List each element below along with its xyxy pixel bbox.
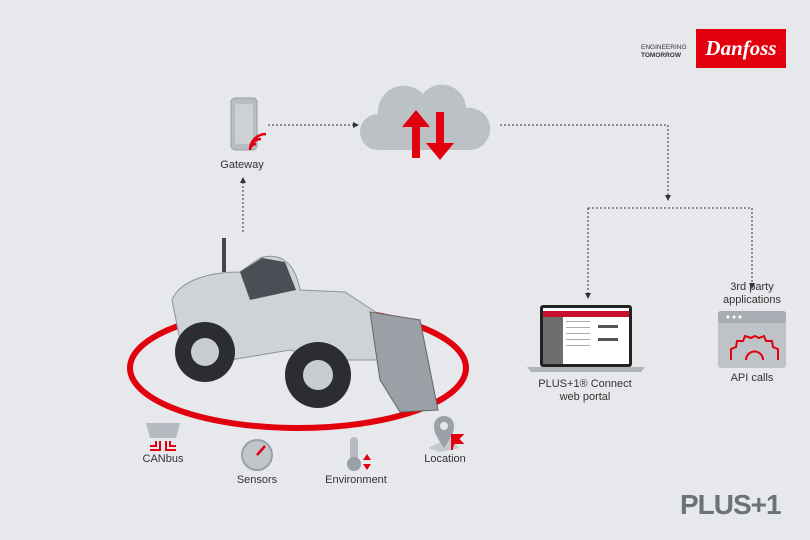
cloud-icon <box>360 84 491 160</box>
portal-label-line1: PLUS+1® Connect <box>538 378 632 390</box>
connector-lines <box>240 122 755 299</box>
third-party-label: 3rd party applications <box>702 281 802 307</box>
laptop-icon <box>527 305 645 372</box>
sensors-label: Sensors <box>236 474 278 486</box>
wheel-loader-image <box>171 238 439 413</box>
api-window-icon <box>718 311 786 368</box>
tagline-line2: TOMORROW <box>641 52 681 59</box>
api-label: API calls <box>730 372 774 384</box>
gateway-label: Gateway <box>220 159 264 171</box>
gateway-device-icon <box>230 97 267 151</box>
tagline-line1: ENGINEERING <box>641 44 687 51</box>
environment-label: Environment <box>325 474 387 486</box>
thermometer-icon <box>347 437 371 471</box>
danfoss-logo: Danfoss <box>696 29 786 68</box>
location-pin-icon <box>428 416 465 452</box>
gauge-icon <box>241 439 273 471</box>
third-party-line1: 3rd party <box>730 281 774 293</box>
portal-label: PLUS+1® Connect web portal <box>520 378 650 404</box>
canbus-label: CANbus <box>142 453 184 465</box>
third-party-line2: applications <box>722 294 782 306</box>
engineering-tomorrow-tagline: ENGINEERING TOMORROW <box>641 44 687 60</box>
location-label: Location <box>424 453 466 465</box>
portal-label-line2: web portal <box>559 391 611 403</box>
canbus-connector-icon <box>146 423 180 451</box>
plus1-logo: PLUS+1 <box>680 489 782 520</box>
